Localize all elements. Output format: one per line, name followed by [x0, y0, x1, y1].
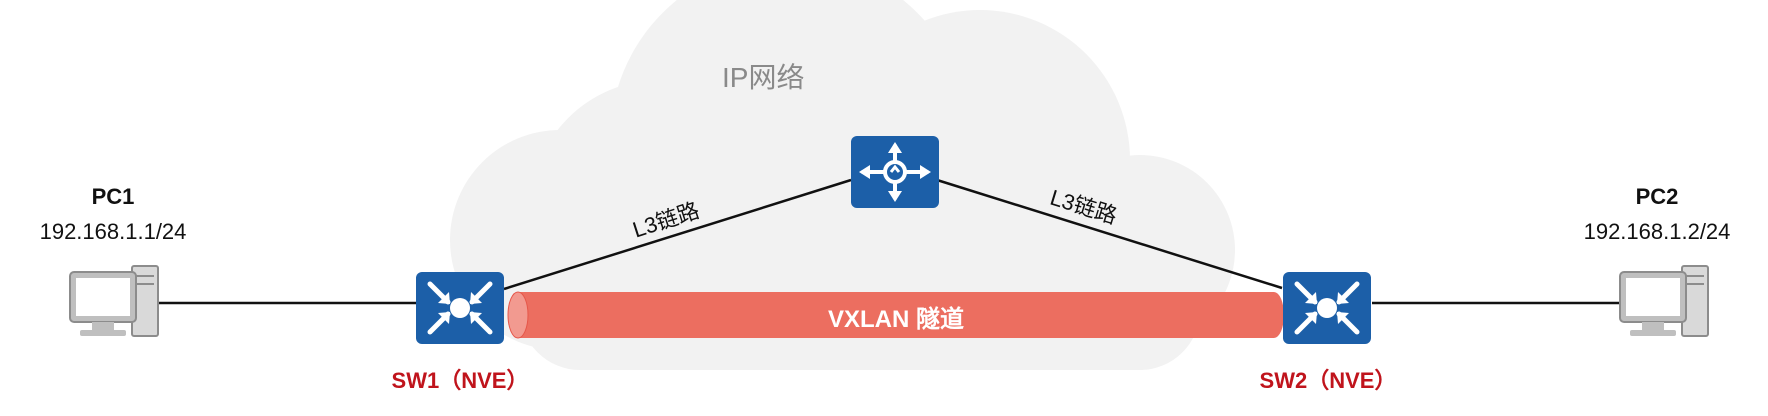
vxlan-tunnel	[507, 291, 1284, 339]
pc2-ip: 192.168.1.2/24	[1583, 219, 1731, 244]
sw1-switch-icon	[416, 272, 504, 344]
sw2-switch-icon	[1283, 272, 1371, 344]
sw1-name: SW1（NVE）	[391, 368, 529, 393]
pc1-computer-icon	[69, 265, 159, 337]
pc1-ip: 192.168.1.1/24	[39, 219, 187, 244]
tunnel-label: VXLAN 隧道	[827, 306, 964, 333]
pc2-name: PC2	[1635, 184, 1679, 209]
pc1-name: PC1	[91, 184, 135, 209]
sw1-router-link	[503, 178, 852, 291]
links	[150, 178, 1622, 305]
router-icon	[851, 136, 939, 208]
pc2-computer-icon	[1619, 265, 1709, 337]
sw2-name: SW2（NVE）	[1259, 368, 1397, 393]
cloud-label: IP网络	[722, 62, 805, 93]
router-sw2-link	[936, 178, 1283, 290]
